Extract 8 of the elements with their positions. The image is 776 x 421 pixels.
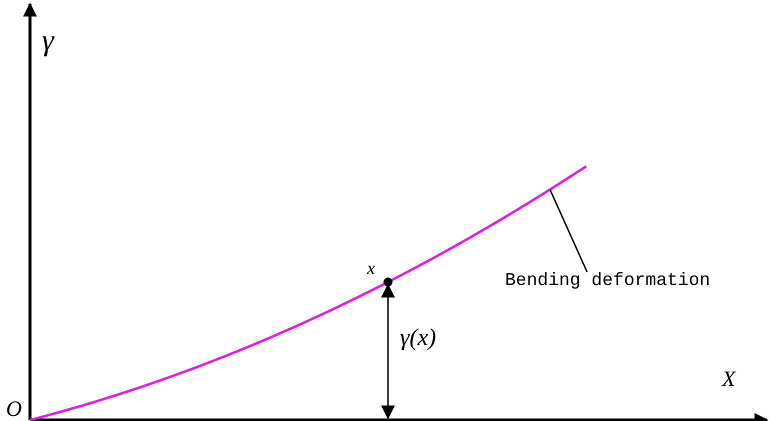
leader-line (549, 189, 588, 272)
origin-label: O (6, 398, 22, 420)
dimension-label: γ(x) (400, 326, 436, 350)
axis-label: γ (42, 26, 54, 56)
axis-label: X (722, 368, 736, 390)
deformation-curve (30, 165, 587, 421)
callout-label: Bending deformation (505, 272, 710, 290)
point-label: x (367, 259, 375, 277)
